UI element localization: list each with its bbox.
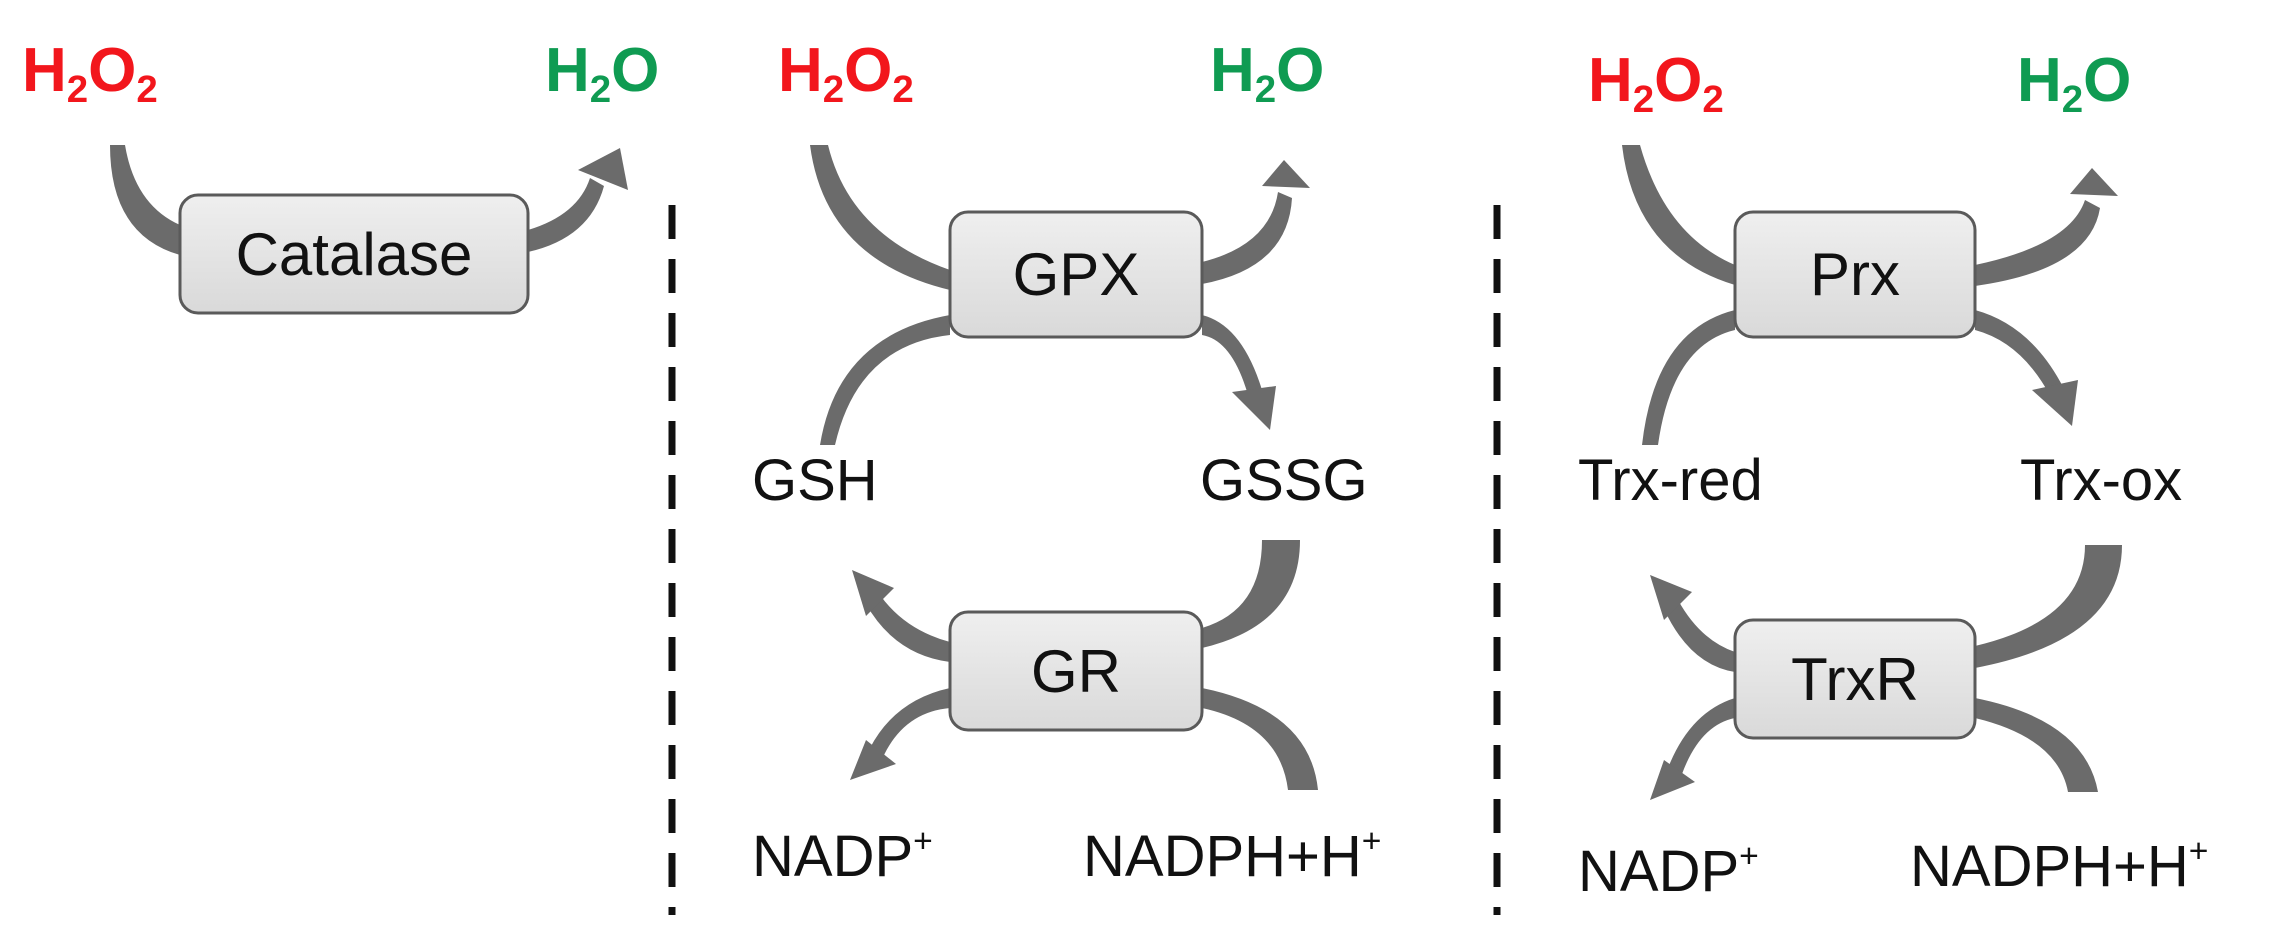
gpx-cofactor-gsh: GSH <box>752 448 878 513</box>
arrow-trxox-down <box>1975 310 2078 426</box>
prx-cofactor-trx-red: Trx-red <box>1578 448 1763 513</box>
arrow-gssg-into-gr <box>1202 540 1300 648</box>
arrow-trxr-to-trxred <box>1650 575 1735 672</box>
box-prx <box>1733 210 1977 339</box>
gr-nadp: NADP+ <box>752 823 933 890</box>
enzyme-prx-label: Prx <box>1810 241 1900 308</box>
arrow-catalase-in <box>110 145 180 255</box>
catalase-product-h2o: H2O <box>545 36 660 111</box>
box-gr <box>948 610 1204 732</box>
prx-substrate-h2o2: H2O2 <box>1588 46 1724 121</box>
arrow-gsh-up <box>820 315 950 445</box>
arrow-nadph-into-trxr <box>1975 698 2098 792</box>
prx-cofactor-trx-ox: Trx-ox <box>2020 448 2183 513</box>
arrow-gpx-out <box>1202 160 1310 284</box>
arrow-trxred-up <box>1642 310 1735 445</box>
gpx-substrate-h2o2: H2O2 <box>778 36 914 111</box>
arrow-prx-in <box>1622 145 1735 285</box>
gpx-product-h2o: H2O <box>1210 36 1325 111</box>
arrow-gr-to-gsh <box>852 570 950 662</box>
enzyme-trxr-label: TrxR <box>1791 645 1919 713</box>
arrow-catalase-out <box>528 148 628 252</box>
enzyme-catalase-label: Catalase <box>235 220 473 288</box>
trxr-nadp: NADP+ <box>1578 838 1759 905</box>
catalase-substrate-h2o2: H2O2 <box>22 36 158 111</box>
gr-nadph: NADPH+H+ <box>1083 823 1382 890</box>
arrow-prx-out <box>1975 168 2118 286</box>
enzyme-gpx-label: GPX <box>1012 241 1140 308</box>
arrow-nadph-into-gr <box>1202 688 1318 790</box>
prx-product-h2o: H2O <box>2017 46 2132 121</box>
arrow-gpx-in <box>810 145 950 290</box>
box-gpx <box>948 210 1204 339</box>
enzyme-gr-label: GR <box>1031 637 1121 705</box>
arrow-trxr-to-nadp <box>1650 698 1735 800</box>
gpx-cofactor-gssg: GSSG <box>1200 448 1368 513</box>
box-trxr <box>1733 618 1977 740</box>
box-catalase <box>178 193 530 315</box>
arrow-gr-to-nadp <box>850 688 950 780</box>
trxr-nadph: NADPH+H+ <box>1910 833 2209 900</box>
arrow-gssg-down <box>1202 315 1276 430</box>
arrow-trxox-into-trxr <box>1975 545 2122 668</box>
